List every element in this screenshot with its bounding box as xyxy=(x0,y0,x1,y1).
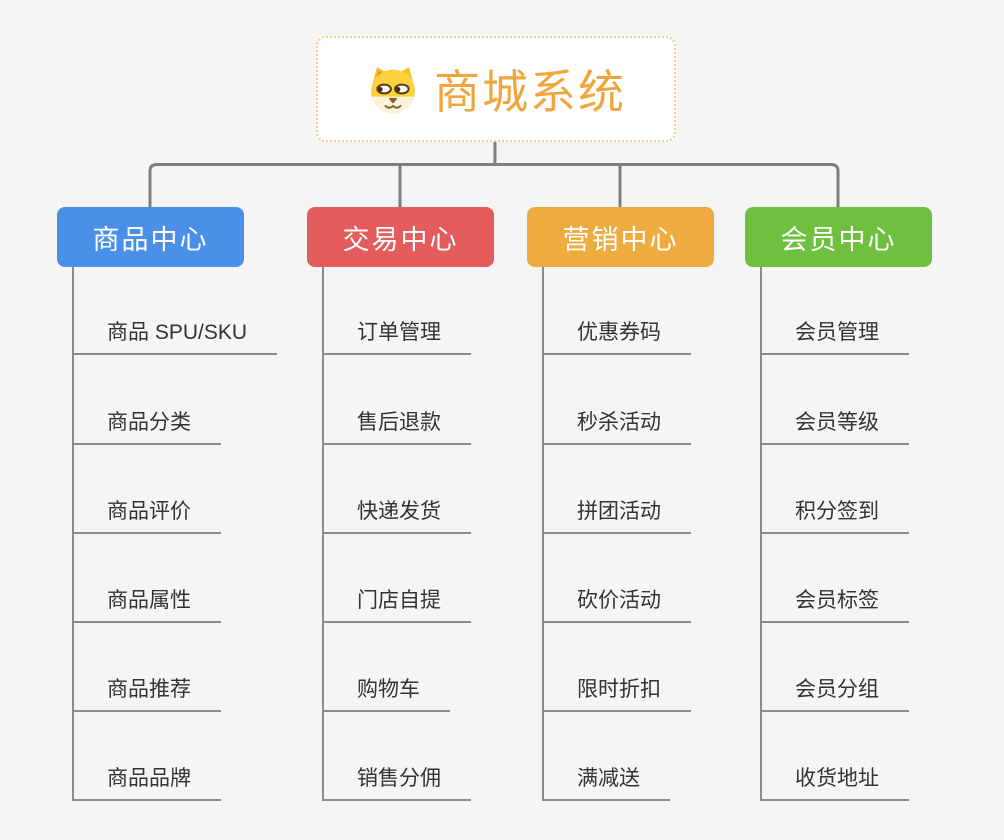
branch-children-member-center: 会员管理 会员等级 积分签到 会员标签 会员分组 收货地址 xyxy=(760,267,995,802)
child-node-coupon-code[interactable]: 优惠券码 xyxy=(542,315,691,355)
dog-face-icon xyxy=(371,67,415,114)
child-node-points-checkin[interactable]: 积分签到 xyxy=(760,494,909,534)
branch-node-trade-center[interactable]: 交易中心 xyxy=(307,207,494,267)
child-node-member-tag[interactable]: 会员标签 xyxy=(760,583,909,623)
child-node-limited-time-discount[interactable]: 限时折扣 xyxy=(542,672,691,712)
branch-children-marketing-center: 优惠券码 秒杀活动 拼团活动 砍价活动 限时折扣 满减送 xyxy=(542,267,777,802)
branch-children-product-center: 商品 SPU/SKU 商品分类 商品评价 商品属性 商品推荐 商品品牌 xyxy=(72,267,307,802)
child-node-product-attribute[interactable]: 商品属性 xyxy=(72,583,221,623)
child-node-express-shipping[interactable]: 快递发货 xyxy=(322,494,471,534)
child-node-shipping-address[interactable]: 收货地址 xyxy=(760,761,909,801)
child-node-member-level[interactable]: 会员等级 xyxy=(760,405,909,445)
branch-children-trade-center: 订单管理 售后退款 快递发货 门店自提 购物车 销售分佣 xyxy=(322,267,557,802)
child-node-sales-commission[interactable]: 销售分佣 xyxy=(322,761,471,801)
child-node-aftersale-refund[interactable]: 售后退款 xyxy=(322,405,471,445)
child-node-product-spu-sku[interactable]: 商品 SPU/SKU xyxy=(72,315,278,355)
child-node-order-management[interactable]: 订单管理 xyxy=(322,315,471,355)
root-title: 商城系统 xyxy=(434,66,626,118)
child-node-member-group[interactable]: 会员分组 xyxy=(760,672,909,712)
child-node-product-brand[interactable]: 商品品牌 xyxy=(72,761,221,801)
child-node-bargain-activity[interactable]: 砍价活动 xyxy=(542,583,691,623)
child-node-product-review[interactable]: 商品评价 xyxy=(72,494,221,534)
branch-node-marketing-center[interactable]: 营销中心 xyxy=(527,207,714,267)
child-node-store-pickup[interactable]: 门店自提 xyxy=(322,583,471,623)
child-node-spend-and-save[interactable]: 满减送 xyxy=(542,761,670,801)
child-node-product-category[interactable]: 商品分类 xyxy=(72,405,221,445)
root-node-mall-system[interactable]: 商城系统 xyxy=(316,36,676,142)
child-node-product-recommend[interactable]: 商品推荐 xyxy=(72,672,221,712)
child-node-shopping-cart[interactable]: 购物车 xyxy=(322,672,450,712)
branch-node-member-center[interactable]: 会员中心 xyxy=(745,207,932,267)
child-node-group-buy[interactable]: 拼团活动 xyxy=(542,494,691,534)
branch-node-product-center[interactable]: 商品中心 xyxy=(57,207,244,267)
child-node-member-management[interactable]: 会员管理 xyxy=(760,315,909,355)
child-node-flash-sale[interactable]: 秒杀活动 xyxy=(542,405,691,445)
